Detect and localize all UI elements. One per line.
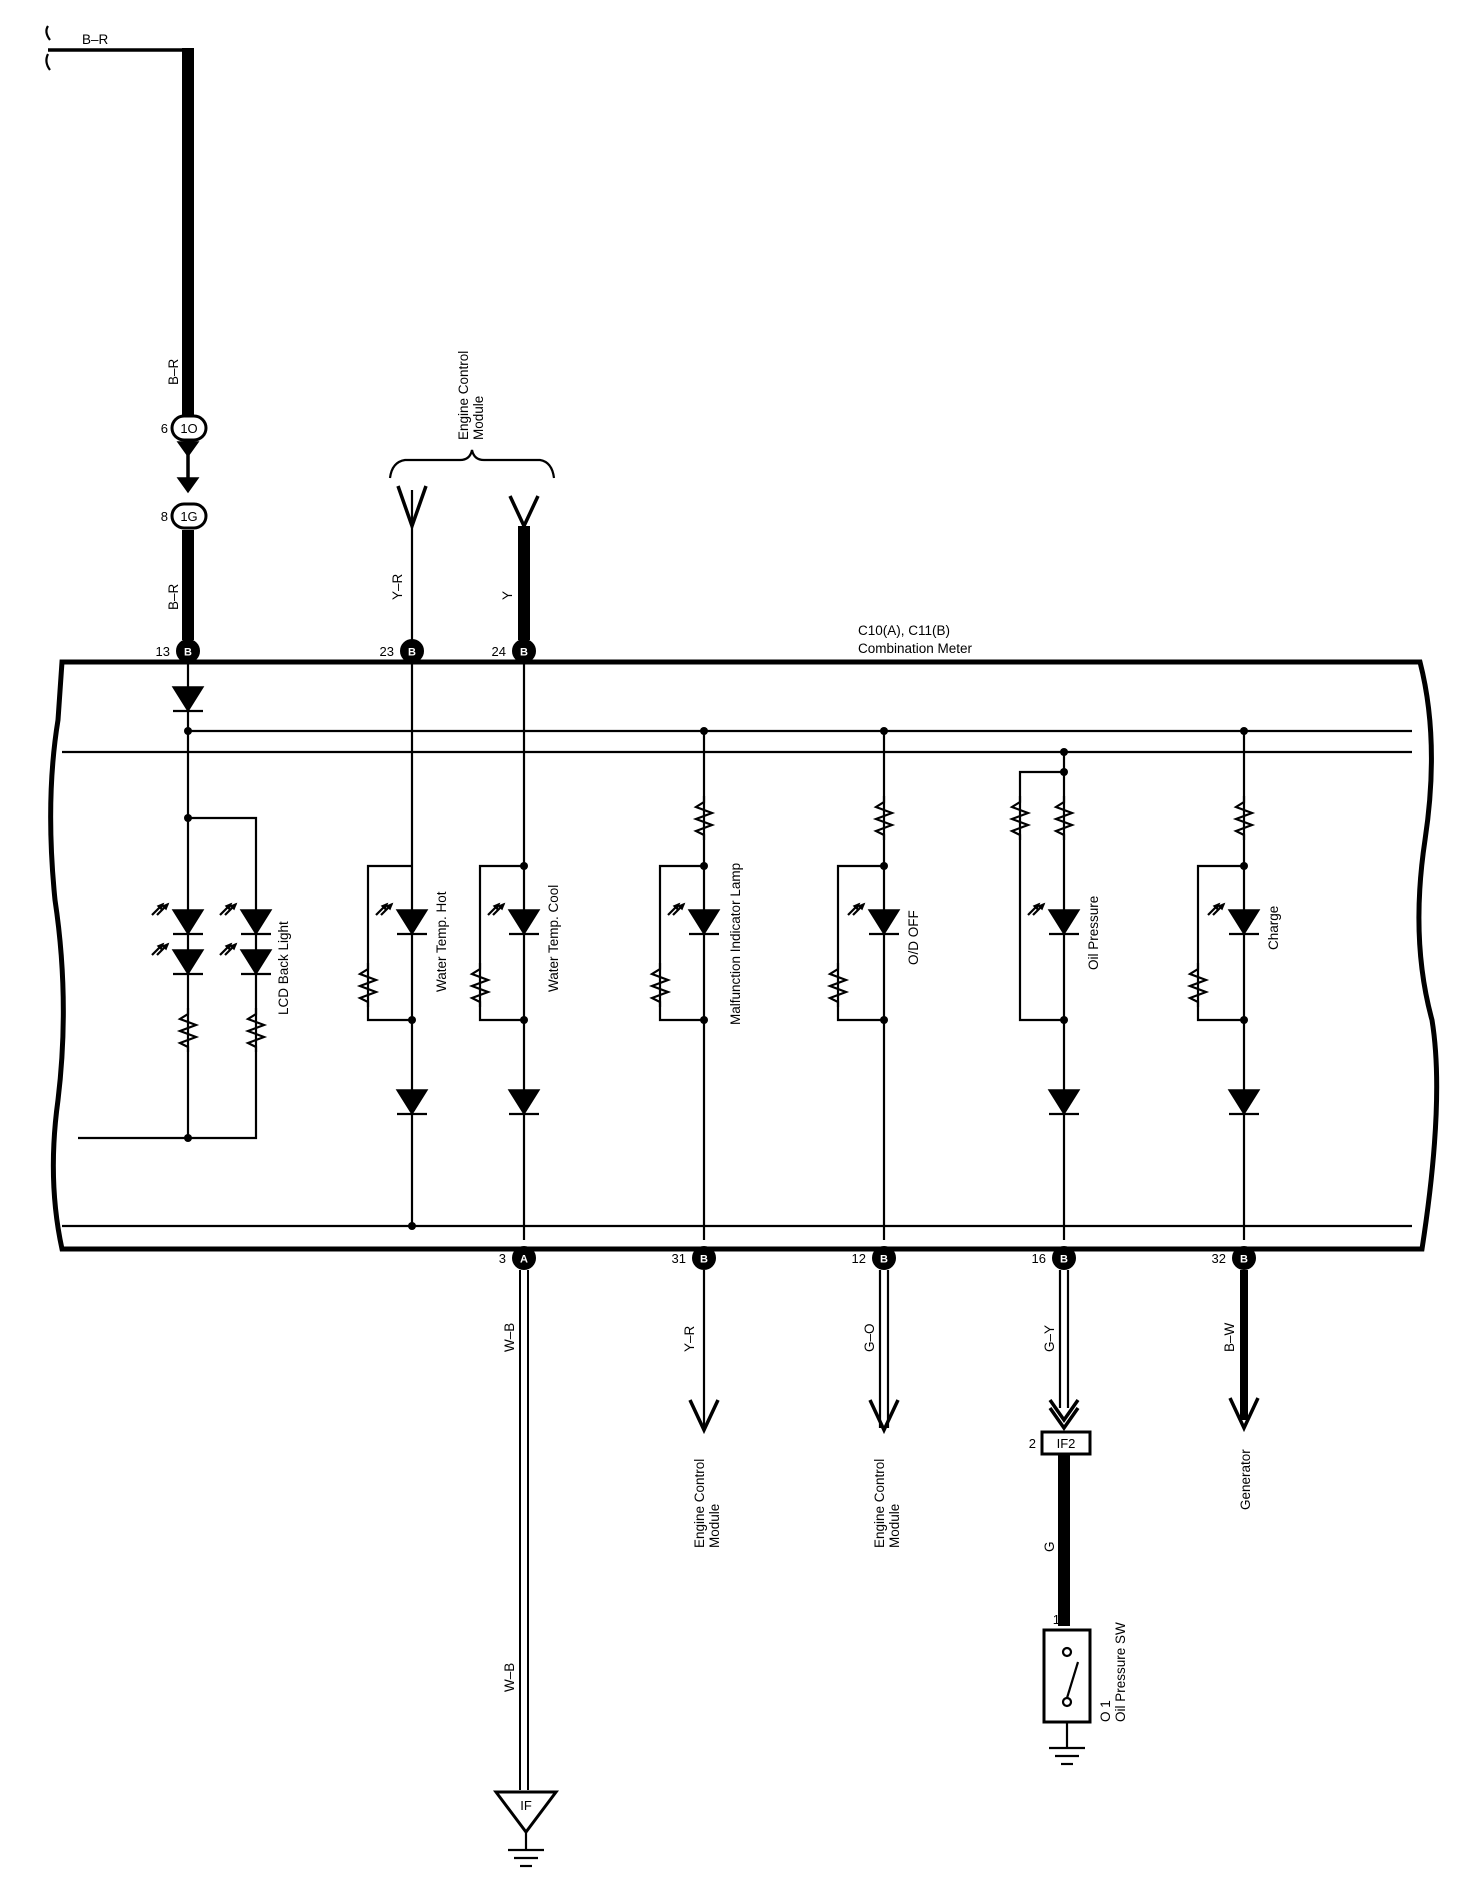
pin-23-number: 23 xyxy=(380,644,394,659)
wb-ground-wire xyxy=(493,1270,559,1868)
ecm-input-brace xyxy=(388,449,556,479)
pin-12-number: 12 xyxy=(852,1251,866,1266)
pin-13-number: 13 xyxy=(156,644,170,659)
junction-1g-pin: 8 xyxy=(161,509,168,524)
od-off-label: O/D OFF xyxy=(906,910,921,965)
br-supply-wire xyxy=(45,25,200,640)
water-temp-hot-label: Water Temp. Hot xyxy=(434,891,449,992)
mil-circuit xyxy=(650,727,719,1240)
charge-label: Charge xyxy=(1266,906,1281,950)
gy-wire xyxy=(1048,1270,1080,1432)
ground-if-label: IF xyxy=(520,1798,532,1813)
wire-label-go: G–O xyxy=(862,1323,877,1352)
wire-label-yr-bot: Y–R xyxy=(682,1325,697,1352)
wire-label-g: G xyxy=(1042,1541,1057,1552)
junction-1o-label: 1O xyxy=(180,421,197,436)
pin-32-number: 32 xyxy=(1212,1251,1226,1266)
svg-text:B: B xyxy=(408,647,416,659)
connector-if2-label: IF2 xyxy=(1057,1436,1076,1451)
pin-31-number: 31 xyxy=(672,1251,686,1266)
ecm1-label-1: Engine Control xyxy=(692,1459,707,1548)
oil-sw-code: O 1 xyxy=(1098,1700,1113,1722)
wire-label-br-low: B–R xyxy=(166,583,181,610)
svg-text:B: B xyxy=(1240,1254,1248,1266)
wire-label-bw: B–W xyxy=(1222,1322,1237,1352)
pin-23-b: B xyxy=(400,639,424,663)
oil-sw-name: Oil Pressure SW xyxy=(1113,1622,1128,1722)
water-temp-cool-circuit xyxy=(470,662,541,1240)
ecm2-label-1: Engine Control xyxy=(872,1459,887,1548)
pin-13-b: B xyxy=(176,639,200,663)
wire-label-y-top: Y xyxy=(500,591,515,600)
oil-pressure-switch xyxy=(1042,1628,1092,1766)
wire-label-br-mid: B–R xyxy=(166,358,181,385)
lcd-backlight-label: LCD Back Light xyxy=(276,921,291,1015)
pin-24-b: B xyxy=(512,639,536,663)
charge-circuit xyxy=(1188,727,1261,1240)
mil-label: Malfunction Indicator Lamp xyxy=(728,863,743,1025)
generator-label: Generator xyxy=(1238,1449,1253,1510)
pin-3-a: A xyxy=(512,1246,536,1270)
wire-label-br-top: B–R xyxy=(82,32,109,47)
oil-pressure-circuit xyxy=(1010,748,1081,1240)
bw-output-wire xyxy=(1228,1270,1260,1433)
ecm1-label-2: Module xyxy=(707,1504,722,1548)
lcd-backlight-circuit xyxy=(78,662,271,1142)
pin-31-b: B xyxy=(692,1246,716,1270)
svg-text:B: B xyxy=(1060,1254,1068,1266)
pin-16-b: B xyxy=(1052,1246,1076,1270)
od-off-circuit xyxy=(828,727,899,1240)
wire-label-gy: G–Y xyxy=(1042,1325,1057,1352)
svg-text:B: B xyxy=(520,647,528,659)
water-temp-cool-label: Water Temp. Cool xyxy=(546,885,561,992)
svg-text:B: B xyxy=(184,647,192,659)
wire-label-wb-2: W–B xyxy=(502,1663,517,1692)
junction-1g-label: 1G xyxy=(180,509,197,524)
pin-12-b: B xyxy=(872,1246,896,1270)
meter-name-label: Combination Meter xyxy=(858,641,973,656)
ecm-top-label-1: Engine Control xyxy=(456,351,471,440)
water-temp-hot-circuit xyxy=(358,662,429,1230)
svg-text:B: B xyxy=(700,1254,708,1266)
oil-sw-pin: 1 xyxy=(1053,1612,1060,1627)
junction-1g xyxy=(170,502,208,530)
combination-meter-frame xyxy=(48,659,1440,1252)
meter-connector-label: C10(A), C11(B) xyxy=(858,623,950,638)
pin-24-number: 24 xyxy=(492,644,506,659)
pin-3-number: 3 xyxy=(499,1251,506,1266)
y-input-wire xyxy=(508,495,540,640)
oil-pressure-label: Oil Pressure xyxy=(1086,896,1101,970)
ecm-top-label-2: Module xyxy=(471,396,486,440)
wire-label-wb-1: W–B xyxy=(502,1323,517,1352)
pin-16-number: 16 xyxy=(1032,1251,1046,1266)
svg-text:B: B xyxy=(880,1254,888,1266)
yr-output-wire xyxy=(688,1270,720,1435)
junction-1o-pin: 6 xyxy=(161,421,168,436)
pin-32-b: B xyxy=(1232,1246,1256,1270)
junction-1o xyxy=(170,414,208,442)
yr-input-wire xyxy=(396,485,428,640)
svg-text:A: A xyxy=(520,1254,528,1266)
ecm2-label-2: Module xyxy=(887,1504,902,1548)
connector-if2-pin: 2 xyxy=(1029,1436,1036,1451)
go-output-wire xyxy=(868,1270,900,1435)
wire-label-yr-top: Y–R xyxy=(390,573,405,600)
